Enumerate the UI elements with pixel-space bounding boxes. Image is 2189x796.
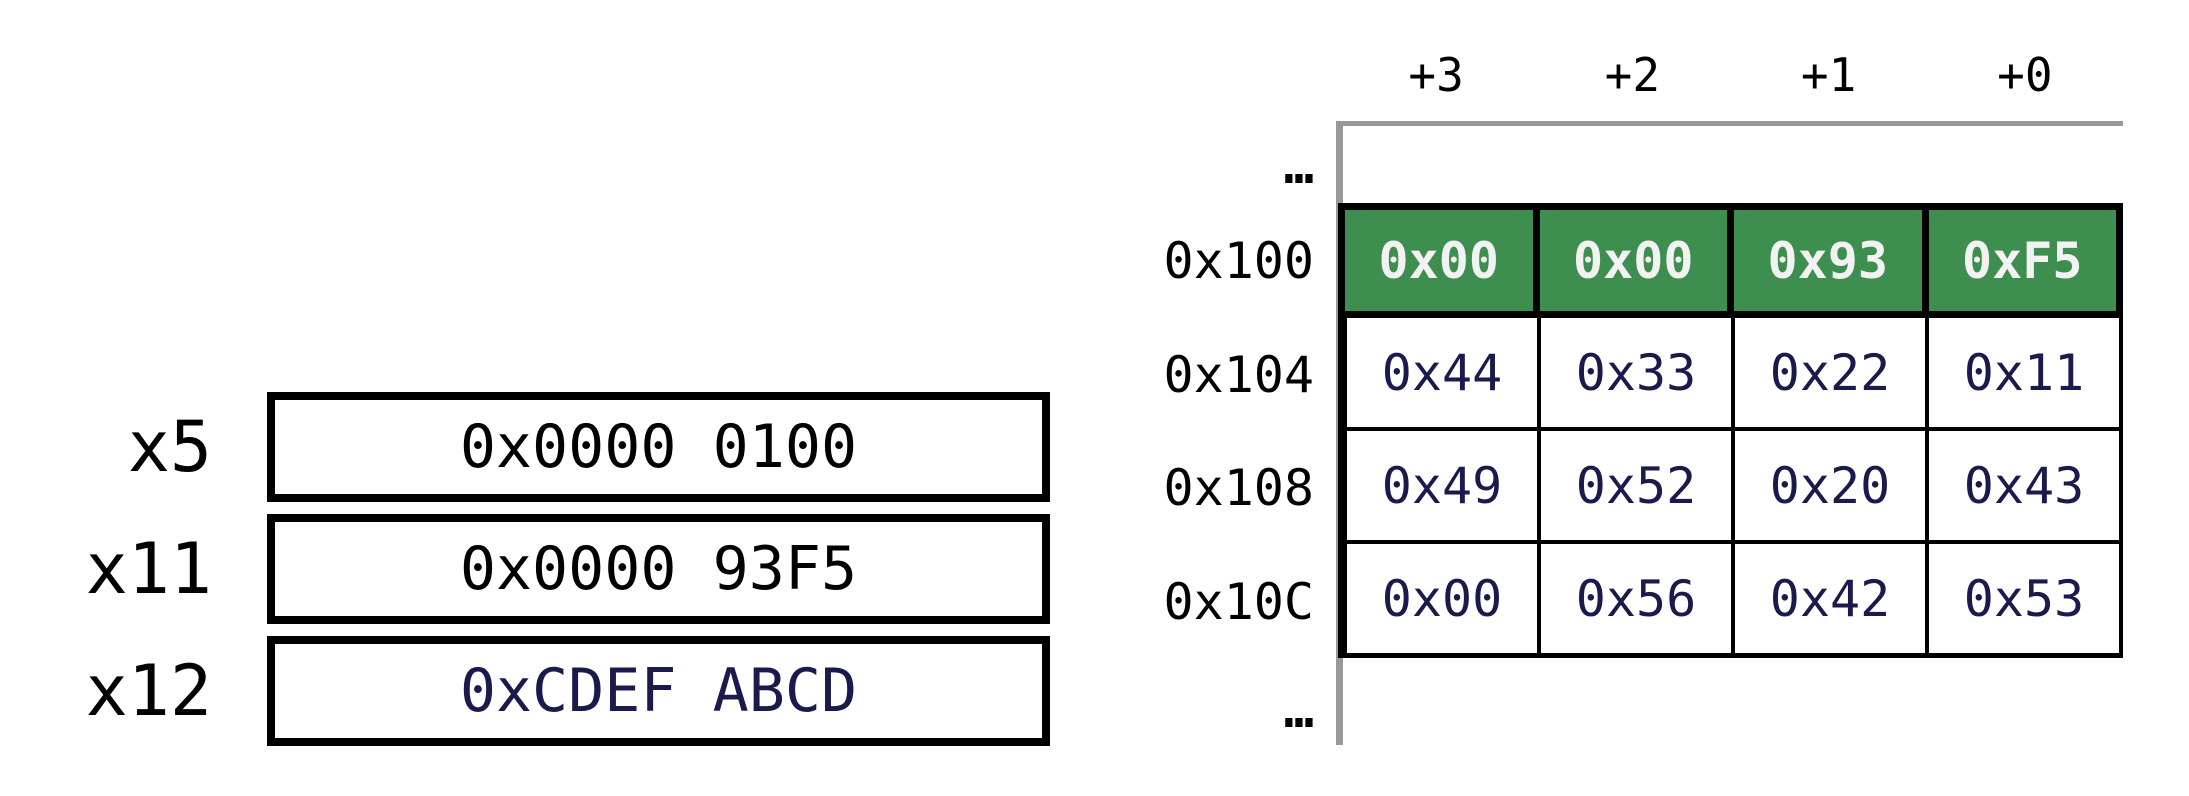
byte-offset-header-plus1: +1: [1800, 48, 1857, 102]
memory-cell: 0x20: [1735, 431, 1929, 540]
register-row-x12: x12 0xCDEF ABCD: [0, 636, 1053, 746]
register-name-x11: x11: [85, 528, 212, 610]
register-name-x12: x12: [85, 650, 212, 732]
address-label-0x100: 0x100: [1163, 231, 1314, 290]
address-label-0x104: 0x104: [1163, 345, 1314, 404]
address-label-0x10C: 0x10C: [1163, 572, 1314, 631]
memory-cell: 0x52: [1541, 431, 1735, 540]
register-value-box-x11: 0x0000 93F5: [267, 514, 1050, 624]
byte-offset-header-plus0: +0: [1997, 48, 2053, 102]
register-value-box-x12: 0xCDEF ABCD: [267, 636, 1050, 746]
register-value-x11: 0x0000 93F5: [459, 534, 858, 604]
memory-cell: 0x93: [1734, 210, 1929, 311]
memory-ellipsis-top: …: [1283, 137, 1314, 195]
memory-cell: 0x42: [1735, 544, 1929, 653]
byte-offset-header-row: +3 +2 +1 +0: [1338, 48, 2123, 102]
memory-cell: 0x43: [1963, 456, 2085, 515]
byte-offset-header-plus3: +3: [1408, 48, 1464, 102]
memory-cell: 0x56: [1541, 544, 1735, 653]
memory-ellipsis-bottom: …: [1283, 681, 1314, 739]
memory-cell: 0x49: [1347, 431, 1541, 540]
memory-row-0x104: 0x44 0x33 0x22 0x11: [1347, 318, 2119, 427]
register-row-x5: x5 0x0000 0100: [0, 392, 1053, 502]
memory-cell: 0xF5: [1962, 231, 2083, 290]
memory-axis-top-line: [1336, 121, 2123, 126]
register-name-x5: x5: [127, 406, 212, 488]
byte-offset-header-plus2: +2: [1604, 48, 1661, 102]
memory-cell: 0x11: [1963, 343, 2085, 402]
register-value-box-x5: 0x0000 0100: [267, 392, 1050, 502]
memory-row-0x10C: 0x00 0x56 0x42 0x53: [1347, 540, 2119, 653]
register-value-x12: 0xCDEF ABCD: [459, 656, 858, 726]
register-row-x11: x11 0x0000 93F5: [0, 514, 1053, 624]
memory-cell: 0x00: [1345, 210, 1540, 311]
memory-row-0x108: 0x49 0x52 0x20 0x43: [1347, 427, 2119, 540]
address-label-0x108: 0x108: [1163, 459, 1314, 517]
memory-cell: 0x53: [1963, 569, 2085, 628]
memory-cell: 0x00: [1347, 544, 1541, 653]
memory-cell: 0x33: [1541, 318, 1735, 427]
memory-rows-block: 0x44 0x33 0x22 0x11 0x49 0x52 0x20 0x43 …: [1338, 318, 2123, 658]
memory-cell: 0x44: [1347, 318, 1541, 427]
memory-cell: 0x00: [1540, 210, 1734, 311]
memory-cell: 0x22: [1735, 318, 1929, 427]
memory-row-0x100-highlighted: 0x00 0x00 0x93 0xF5: [1338, 203, 2123, 318]
register-value-x5: 0x0000 0100: [459, 412, 858, 482]
